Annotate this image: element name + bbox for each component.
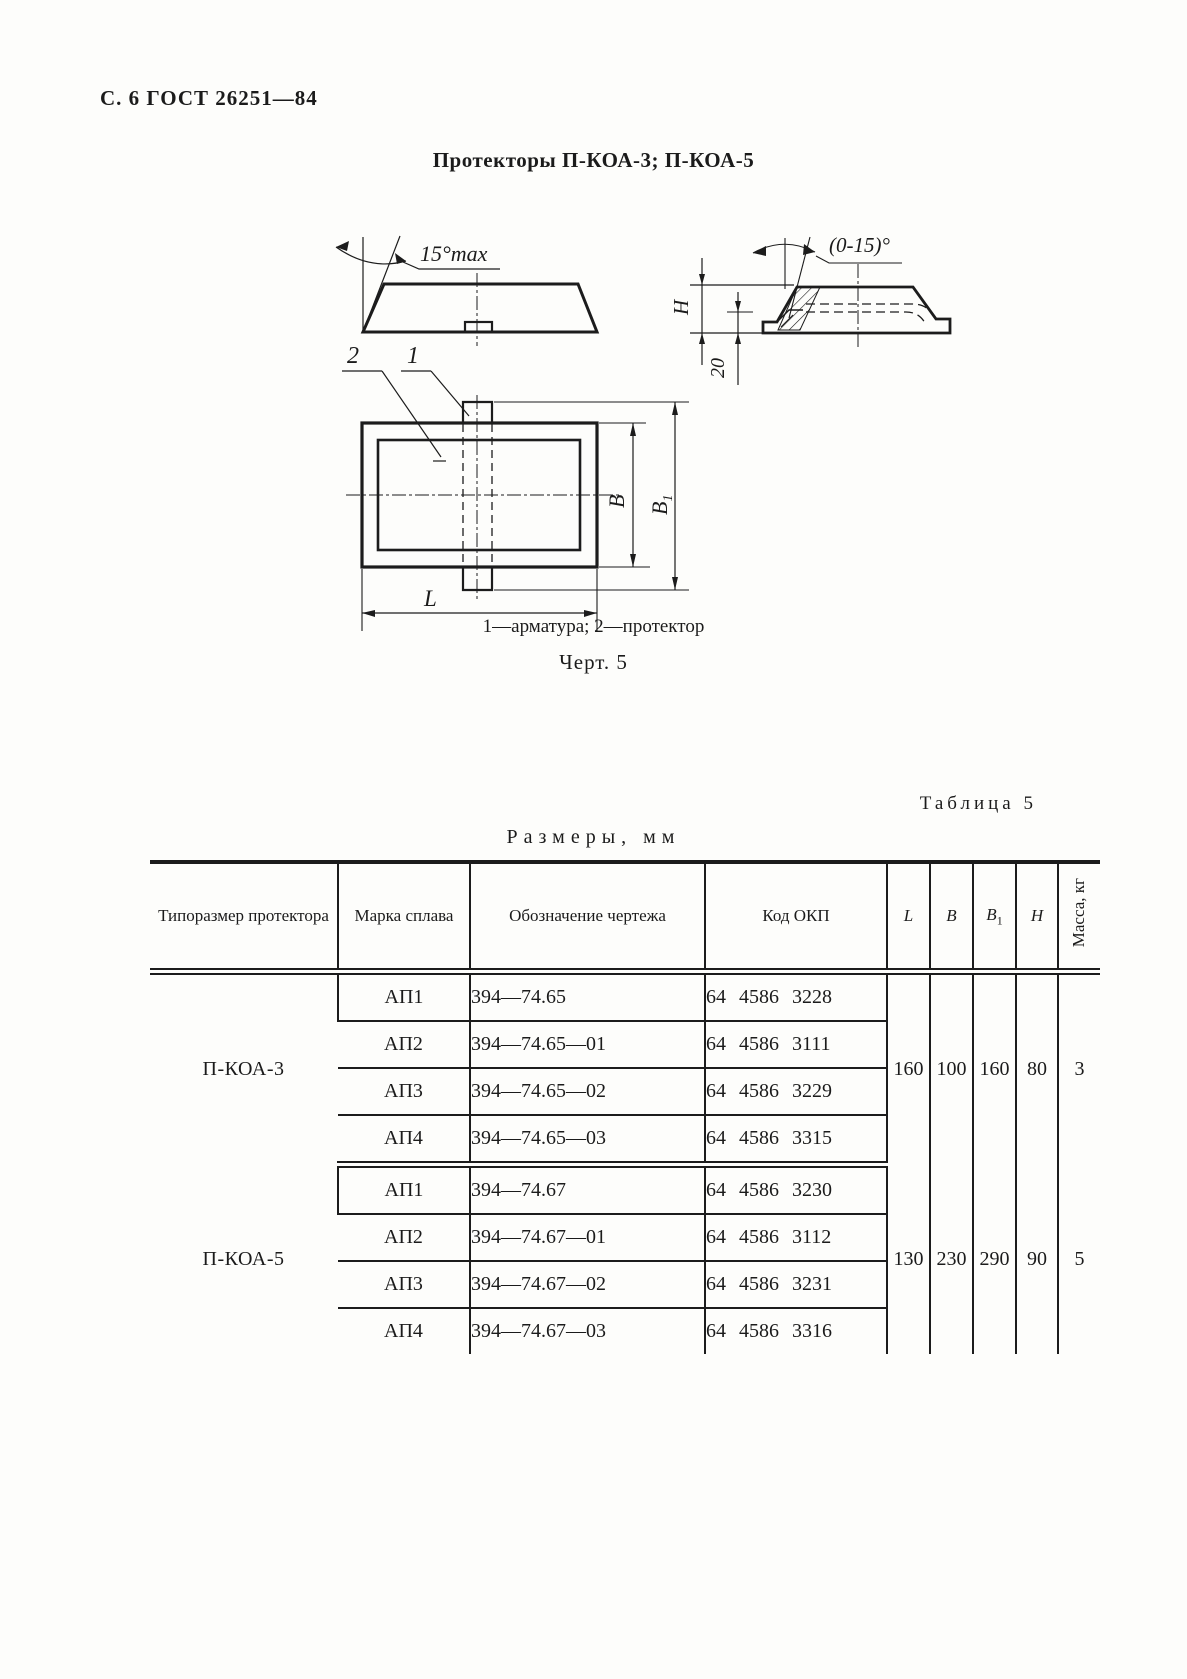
dim-arrowhead	[362, 610, 375, 617]
okp-cell: 64 4586 3229	[704, 1068, 887, 1116]
side-view-drawing: 15°max	[335, 235, 600, 346]
type-cell: П-КОА-3	[202, 1058, 285, 1081]
okp-cell: 64 4586 3231	[704, 1261, 887, 1309]
table-header-row: Типоразмер протектора Марка сплава Обозн…	[150, 862, 1100, 975]
page-header: С. 6 ГОСТ 26251—84	[100, 86, 318, 110]
table-row: АП3 394—74.65—02 64 4586 3229	[150, 1068, 1100, 1116]
okp-cell: 64 4586 3111	[704, 1021, 887, 1069]
table-number-label: Таблица 5	[919, 793, 1037, 814]
dim-arrowhead	[699, 333, 705, 344]
alloy-cell: АП2	[338, 1214, 470, 1262]
dimensions-table: Типоразмер протектора Марка сплава Обозн…	[150, 860, 1100, 1354]
drawing-cell: 394—74.65—01	[469, 1021, 705, 1069]
type-cell: П-КОА-5	[202, 1247, 285, 1270]
alloy-cell: АП2	[338, 1021, 470, 1069]
table-row: П-КОА-5 АП1 394—74.67 64 4586 3230 130 2…	[150, 1164, 1100, 1354]
table-row: АП3 394—74.67—02 64 4586 3231	[150, 1261, 1100, 1309]
angle-arrowhead	[753, 246, 766, 256]
col-header-mass: Масса, кг	[1057, 862, 1100, 975]
dim-L-cell: 160	[886, 971, 930, 1165]
dim-B-cell: 230	[929, 1164, 973, 1354]
drawing-cell: 394—74.67—02	[469, 1261, 705, 1309]
table-row: П-КОА-3 АП1 394—74.65 64 4586 3228 160 1…	[150, 971, 1100, 1165]
dim-arrowhead	[672, 402, 678, 415]
table-row: АП4 394—74.67—03 64 4586 3316	[150, 1308, 1100, 1354]
dim-L-cell: 130	[886, 1164, 930, 1354]
dim-arrowhead	[630, 554, 636, 567]
col-header-B: B	[929, 862, 973, 975]
alloy-cell: АП1	[337, 971, 470, 1022]
dim-B-label: B	[604, 495, 629, 508]
col-header-L: L	[886, 862, 930, 975]
dim-H-label: H	[669, 298, 693, 316]
col-header-type: Типоразмер протектора	[150, 862, 338, 975]
mass-cell: 5	[1057, 1164, 1100, 1354]
callout-2-label: 2	[347, 343, 359, 369]
callout-1-label: 1	[407, 343, 419, 369]
col-header-mass-text: Масса, кг	[1069, 877, 1089, 948]
okp-cell: 64 4586 3316	[704, 1308, 887, 1354]
col-header-drawing: Обозначение чертежа	[469, 862, 705, 975]
drawing-cell: 394—74.65—02	[469, 1068, 705, 1116]
dim-B1-base: B	[647, 502, 672, 515]
drawing-cell: 394—74.67—01	[469, 1214, 705, 1262]
col-header-H: H	[1015, 862, 1058, 975]
angle-arrowhead	[336, 241, 349, 251]
dim-H-cell: 90	[1015, 1164, 1058, 1354]
dim-arrowhead	[699, 274, 705, 285]
dim-B1-subscript: 1	[661, 495, 676, 502]
angle-arrowhead	[395, 253, 406, 264]
figure-title: Протекторы П-КОА-3; П-КОА-5	[432, 148, 755, 172]
dim-arrowhead	[672, 577, 678, 590]
dim-B1-cell: 290	[972, 1164, 1016, 1354]
dim-arrowhead	[735, 333, 741, 344]
dim-arrowhead	[584, 610, 597, 617]
col-header-okp: Код ОКП	[704, 862, 887, 975]
technical-drawing: 15°max (0-15)°	[335, 233, 952, 631]
table-row: АП2 394—74.67—01 64 4586 3112	[150, 1214, 1100, 1262]
alloy-cell: АП1	[337, 1164, 470, 1215]
mass-cell: 3	[1057, 971, 1100, 1165]
table-title: Размеры, мм	[506, 826, 681, 848]
alloy-cell: АП4	[384, 1320, 423, 1342]
alloy-cell: АП3	[338, 1261, 470, 1309]
col-header-B1: B1	[972, 862, 1016, 975]
drawing-cell: 394—74.67	[469, 1164, 705, 1215]
alloy-cell: АП4	[338, 1115, 470, 1168]
dim-arrowhead	[630, 423, 636, 436]
drawing-cell: 394—74.65	[469, 971, 705, 1022]
table-row: АП4 394—74.65—03 64 4586 3315	[150, 1115, 1100, 1168]
figure-legend: 1—арматура; 2—протектор	[482, 616, 705, 637]
dim-arrowhead	[735, 301, 741, 312]
table-row: АП2 394—74.65—01 64 4586 3111	[150, 1021, 1100, 1069]
okp-cell: 64 4586 3230	[704, 1164, 887, 1215]
okp-cell: 64 4586 3228	[704, 971, 887, 1022]
dim-20-label: 20	[707, 358, 729, 378]
okp-cell: 64 4586 3112	[704, 1214, 887, 1262]
drawing-cell: 394—74.65—03	[469, 1115, 705, 1168]
col-header-B1-subscript: 1	[996, 913, 1003, 928]
dim-B-cell: 100	[929, 971, 973, 1165]
alloy-cell: АП3	[338, 1068, 470, 1116]
dim-B1-cell: 160	[972, 971, 1016, 1165]
dim-B1-label: B1	[647, 495, 676, 515]
section-view-drawing: (0-15)° H 20	[669, 233, 952, 385]
plan-view-drawing: 2 1 B B1 L	[342, 343, 689, 631]
col-header-alloy: Марка сплава	[337, 862, 470, 975]
figure-caption: Черт. 5	[559, 650, 628, 674]
section-angle-label: (0-15)°	[829, 233, 890, 257]
dim-L-label: L	[423, 586, 437, 611]
side-view-angle-label: 15°max	[420, 241, 488, 266]
dim-H-cell: 80	[1015, 971, 1058, 1165]
col-header-B1-base: B	[986, 904, 997, 924]
okp-cell: 64 4586 3315	[704, 1115, 887, 1168]
drawing-cell: 394—74.67—03	[469, 1308, 705, 1354]
angle-arrowhead	[803, 244, 815, 255]
